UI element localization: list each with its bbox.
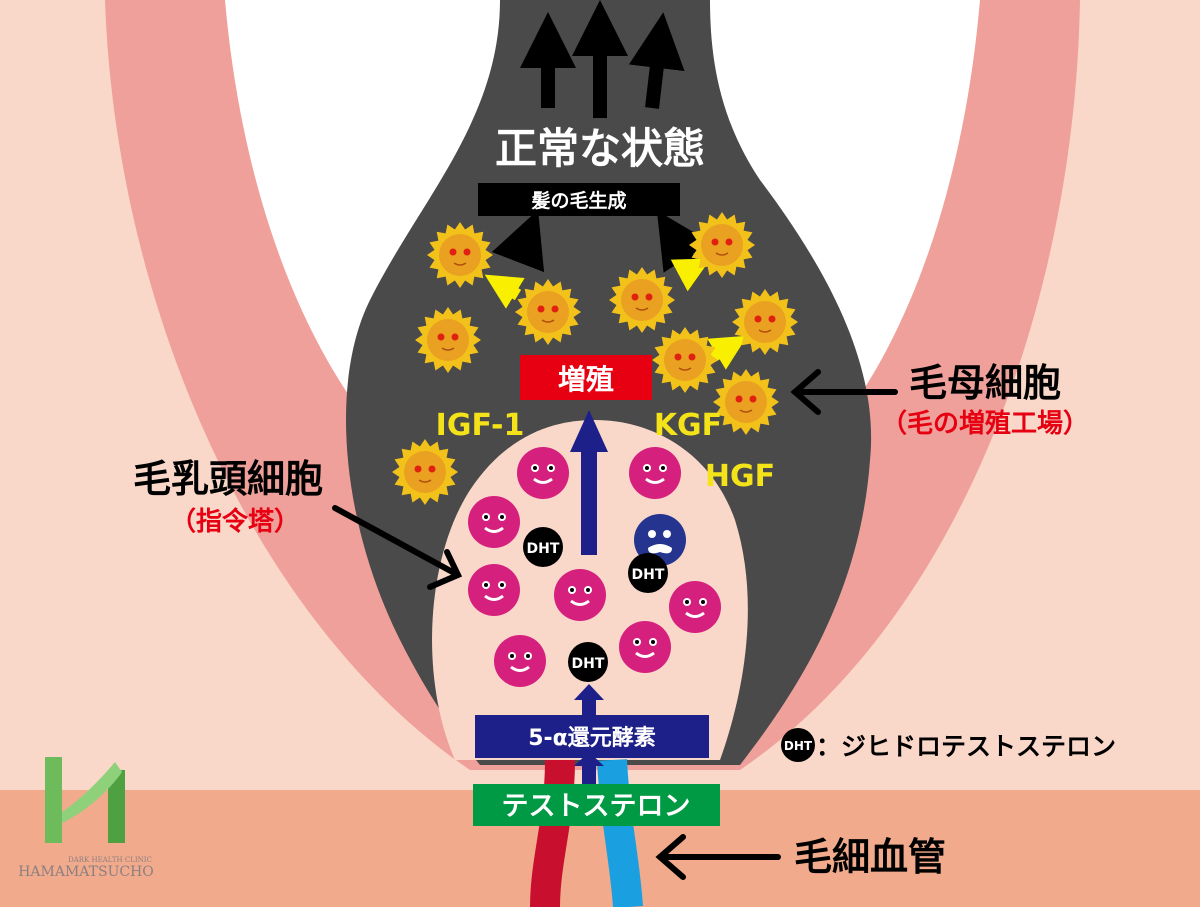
logo-text-line2: HAMAMATSUCHO (18, 864, 154, 880)
hair-matrix-cell (732, 289, 798, 355)
hair-generation-box (478, 183, 680, 216)
dht-molecule: DHT (523, 527, 563, 567)
dermal-papilla-cells (468, 447, 721, 687)
dht-molecule: DHT (568, 642, 608, 682)
growth-factor-kgf: KGF (654, 408, 722, 443)
dermal-papilla-pointer (332, 505, 463, 590)
svg-text:DHT: DHT (784, 739, 813, 753)
vein (597, 759, 643, 907)
state-title: 正常な状態 (495, 124, 705, 173)
capillary-pointer (655, 834, 781, 880)
enzyme-label: 5-α還元酵素 (528, 725, 656, 751)
hair-growth-arrows (491, 0, 711, 273)
dermal-papilla-cell (669, 581, 721, 633)
dermal-papilla-cell (619, 621, 671, 673)
capillary-label: 毛細血管 (794, 835, 946, 879)
hair-matrix-cell (415, 307, 481, 373)
hair-matrix-cell (515, 279, 581, 345)
hair-matrix-cell (713, 369, 779, 435)
dermal-papilla-cell (494, 635, 546, 687)
growth-factor-hgf: HGF (705, 459, 775, 494)
hair-matrix-cell (609, 267, 675, 333)
dermal-papilla-cell (517, 447, 569, 499)
hair-matrix-pointer (790, 369, 898, 415)
dermal-papilla-cell (468, 496, 520, 548)
artery (530, 759, 575, 907)
hair-matrix-cell (427, 222, 493, 288)
growth-factor-igf1: IGF-1 (436, 408, 525, 443)
hair-matrix-cell (652, 327, 718, 393)
conversion-arrow (574, 684, 604, 784)
damaged-cell (634, 514, 686, 566)
dht-legend: DHT ：ジヒドロテストステロン (781, 728, 1116, 762)
dermal-papilla-note: （指令塔） (170, 506, 300, 537)
hair-matrix-cell (689, 212, 755, 278)
logo-text-line1: DARK HEALTH CLINIC (68, 856, 152, 864)
proliferation-label: 増殖 (558, 363, 614, 396)
svg-text:DHT: DHT (632, 567, 665, 583)
enzyme-box (475, 715, 709, 758)
proliferation-box (520, 355, 652, 400)
svg-text:：ジヒドロテストステロン: ：ジヒドロテストステロン (816, 732, 1116, 761)
dermal-papilla-cell (554, 569, 606, 621)
signal-arrow (570, 410, 608, 555)
dermal-papilla-label: 毛乳頭細胞 (133, 457, 323, 501)
svg-text:DHT: DHT (572, 656, 605, 672)
dht-molecule: DHT (628, 553, 668, 593)
testosterone-box (473, 784, 720, 826)
clinic-logo (45, 757, 125, 843)
svg-text:DHT: DHT (527, 541, 560, 557)
hair-matrix-label: 毛母細胞 (909, 361, 1061, 405)
yellow-arrows (484, 258, 748, 370)
hair-generation-label: 髪の毛生成 (530, 189, 626, 212)
dermal-papilla-cell (468, 564, 520, 616)
hair-matrix-note: （毛の増殖工場） (881, 408, 1089, 439)
dermal-papilla-cell (629, 447, 681, 499)
hair-matrix-cell (392, 439, 458, 505)
testosterone-label: テストステロン (502, 791, 691, 822)
hair-matrix-cells (392, 212, 798, 505)
